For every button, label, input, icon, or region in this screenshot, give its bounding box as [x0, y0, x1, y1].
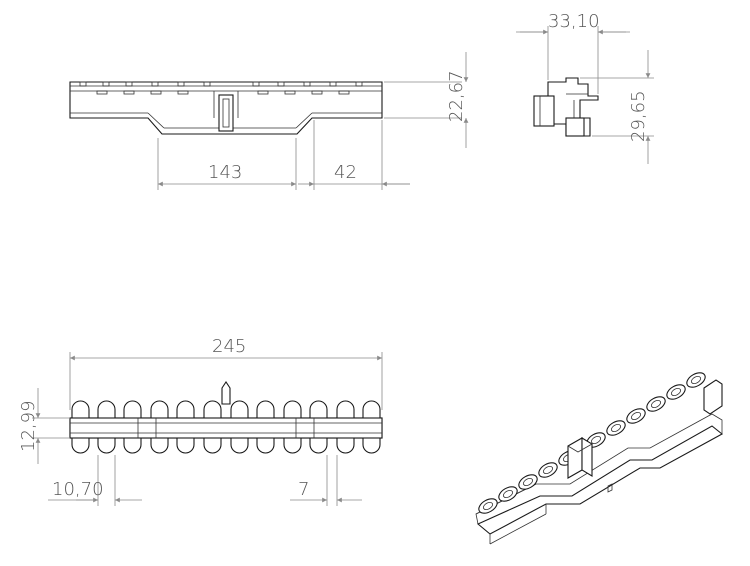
- dim-top-slot-pitch-label: 7: [298, 479, 309, 500]
- dim-front-height-label: 22,67: [446, 70, 467, 122]
- isometric-teeth: [478, 372, 706, 514]
- front-view-teeth: [79, 81, 363, 95]
- dim-side-height: 29,65: [580, 50, 654, 164]
- front-view-center-latch: [213, 91, 239, 132]
- dim-top-left-offset: 10,70: [48, 455, 142, 506]
- dim-top-width: 12,99: [18, 388, 70, 464]
- top-view-center-tab: [221, 381, 231, 405]
- front-view-part-outline: [69, 81, 383, 135]
- dim-front-center-span-label: 143: [208, 162, 242, 183]
- dim-top-left-offset-label: 10,70: [52, 479, 104, 500]
- dim-top-overall-length: 245: [69, 336, 383, 410]
- dim-top-slot-pitch: 7: [290, 455, 362, 506]
- isometric-end-block: [703, 379, 723, 415]
- side-view: 33,10 29,65: [516, 11, 654, 164]
- dim-side-height-label: 29,65: [628, 90, 649, 142]
- isometric-latch: [567, 437, 593, 479]
- front-view: 22,67 143 42: [69, 52, 469, 190]
- top-view-part-outline: [69, 381, 383, 454]
- top-view: 245 12,99 10,70 7: [18, 336, 383, 506]
- dim-side-width: 33,10: [516, 11, 630, 94]
- dim-side-width-label: 33,10: [548, 11, 600, 32]
- dim-top-width-label: 12,99: [18, 400, 39, 452]
- dim-front-end-span: 42: [298, 120, 410, 190]
- dim-front-height: 22,67: [384, 52, 469, 148]
- dim-front-end-span-label: 42: [334, 162, 357, 183]
- dim-front-center-span: 143: [157, 138, 297, 190]
- side-view-part-outline: [533, 77, 599, 137]
- top-view-slots: [69, 400, 383, 454]
- isometric-view: [475, 372, 723, 545]
- dim-top-overall-length-label: 245: [212, 336, 246, 357]
